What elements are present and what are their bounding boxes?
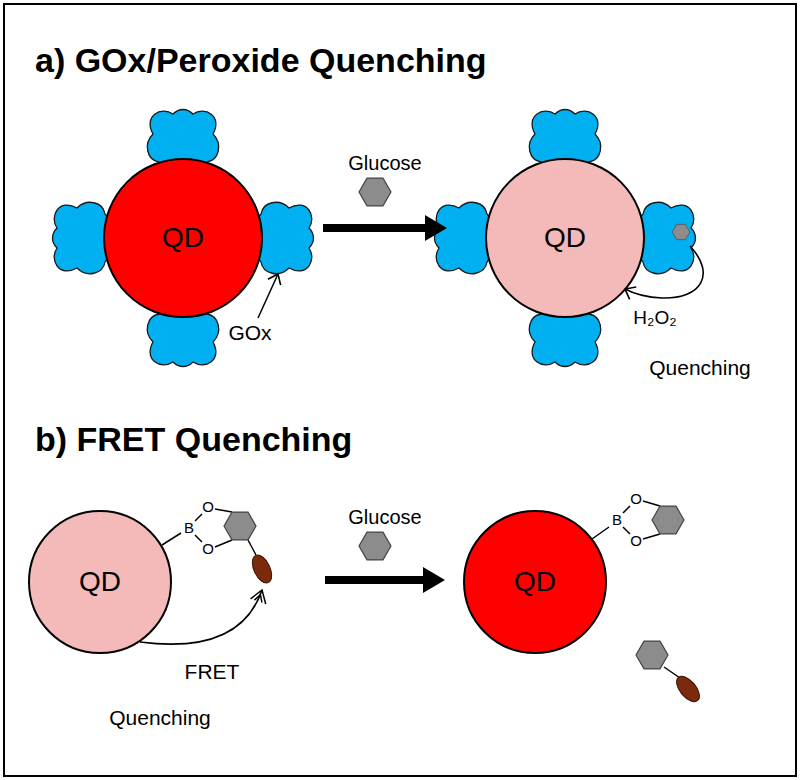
node-label: QD [514,565,556,599]
glucose-hexagon [359,532,391,560]
glucose-hexagon [359,178,391,206]
atom-label: B [612,511,622,529]
edge-label: Glucose [348,151,421,175]
gox-enzymes-left [53,110,314,367]
process-label: Quenching [649,355,751,380]
bound-glucose [652,506,684,534]
product-label: H₂O₂ [633,307,676,330]
node-label: QD [162,221,204,255]
quantum-dot: QD [28,510,172,654]
panel-heading: b) FRET Quenching [35,419,352,460]
bound-glucose [672,224,690,239]
quantum-dot: QD [103,158,263,318]
atom-label: B [184,519,194,537]
process-label: Quenching [109,705,211,730]
node-label: QD [544,221,586,255]
edge-label: Glucose [348,505,421,529]
atom-label: O [202,498,214,516]
reaction-arrow [325,576,423,584]
node-label: QD [79,565,121,599]
enzyme-label: GOx [228,320,271,345]
quantum-dot: QD [463,510,607,654]
panel-heading: a) GOx/Peroxide Quenching [35,40,487,81]
quantum-dot: QD [485,158,645,318]
figure-frame [4,4,796,776]
atom-label: O [630,490,642,508]
quencher-dye [248,552,275,586]
released-glucose-mimic [636,641,668,669]
gox-enzymes-right [435,110,696,367]
atom-label: O [630,532,642,550]
reaction-arrow [323,224,425,232]
glucose-mimic-ring [224,512,256,540]
process-label: FRET [185,659,240,684]
atom-label: O [202,540,214,558]
gox-leader [258,274,278,318]
released-dye [672,672,704,705]
